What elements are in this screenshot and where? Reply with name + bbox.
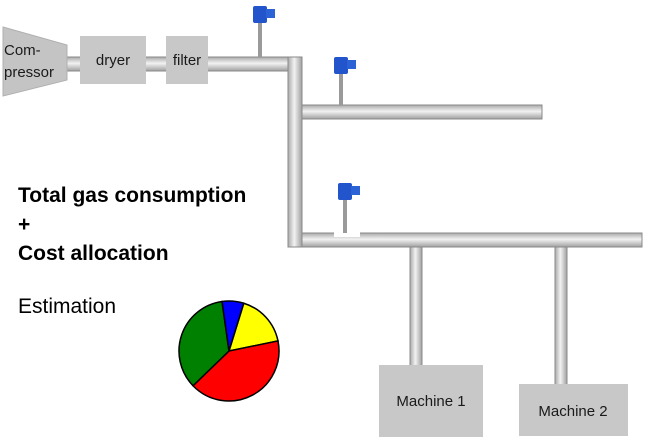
pie-slice-green — [178, 300, 230, 387]
machine-1: Machine 1 — [379, 365, 483, 437]
flow-sensor-branch-1 — [334, 57, 356, 105]
machine-2: Machine 2 — [519, 384, 628, 436]
pie-slice-yellow — [227, 302, 279, 352]
branch-pipe-2 — [301, 232, 643, 248]
compressor-label-line2: pressor — [4, 64, 54, 81]
filter-box — [166, 36, 208, 84]
dryer-label: dryer — [96, 52, 130, 69]
pie-slice-blue — [221, 300, 245, 352]
branch-pipe-1 — [301, 104, 543, 120]
compressor: Com- pressor — [2, 26, 68, 97]
headline-line-1: Total gas consumption — [18, 184, 247, 207]
headline: Total gas consumption + Cost allocation — [18, 181, 246, 268]
dryer-box — [80, 36, 146, 84]
machine-2-box — [519, 384, 628, 436]
compressor-shape — [2, 26, 68, 97]
drop-pipe-machine-1 — [409, 246, 423, 368]
headline-line-3: Cost allocation — [18, 242, 169, 265]
machine-1-box — [379, 365, 483, 437]
allocation-pie-chart — [178, 300, 280, 402]
dryer: dryer — [80, 36, 146, 84]
machine-1-label: Machine 1 — [396, 393, 465, 410]
drop-pipe-machine-2 — [554, 246, 568, 386]
machine-2-label: Machine 2 — [538, 403, 607, 420]
flow-sensor-branch-2 — [334, 183, 360, 237]
flow-sensor-main — [253, 6, 275, 57]
filter-label: filter — [173, 52, 201, 69]
compressor-label-line1: Com- — [4, 42, 41, 59]
filter: filter — [166, 36, 208, 84]
sensor-head-icon — [334, 57, 348, 74]
main-pipe-vertical — [287, 56, 303, 248]
sensor-head-icon — [253, 6, 267, 23]
estimation-label: Estimation — [18, 295, 117, 318]
headline-line-2: + — [18, 213, 31, 236]
sensor-head-icon — [338, 183, 352, 200]
pipe-network — [65, 56, 643, 386]
pie-slice-red — [191, 340, 280, 402]
